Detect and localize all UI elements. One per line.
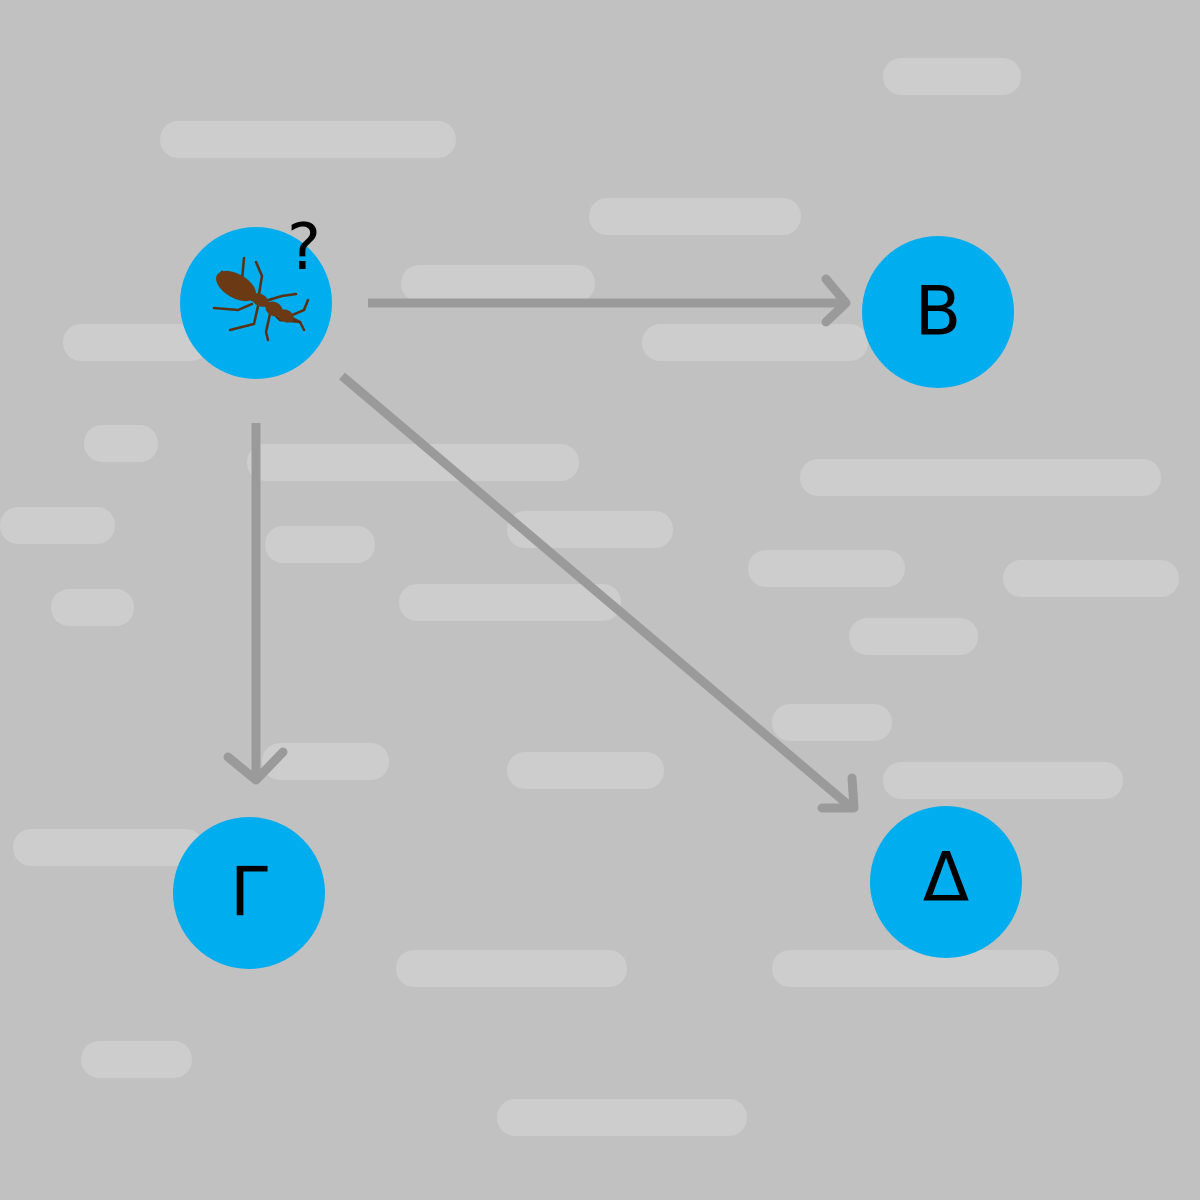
- node-gamma-circle: [173, 817, 325, 969]
- arrowhead-icon: [817, 773, 859, 813]
- edge-start-to-b: [368, 274, 851, 327]
- ant-body: [216, 270, 294, 323]
- node-b-circle: [862, 236, 1014, 388]
- node-start: ?: [180, 211, 332, 379]
- background-pattern: [0, 58, 1179, 1136]
- node-gamma-label: Γ: [230, 854, 268, 933]
- node-b: B: [862, 236, 1014, 388]
- node-delta-label: Δ: [923, 839, 970, 918]
- edge-start-to-delta: [339, 372, 859, 813]
- edge-start-to-gamma: [223, 423, 288, 785]
- node-b-label: B: [915, 273, 962, 352]
- arrowhead-icon: [821, 274, 851, 327]
- node-delta: Δ: [870, 806, 1022, 958]
- arrowhead-icon: [223, 747, 288, 785]
- question-mark-annotation: ?: [287, 211, 321, 285]
- node-delta-circle: [870, 806, 1022, 958]
- node-gamma: Γ: [173, 817, 325, 969]
